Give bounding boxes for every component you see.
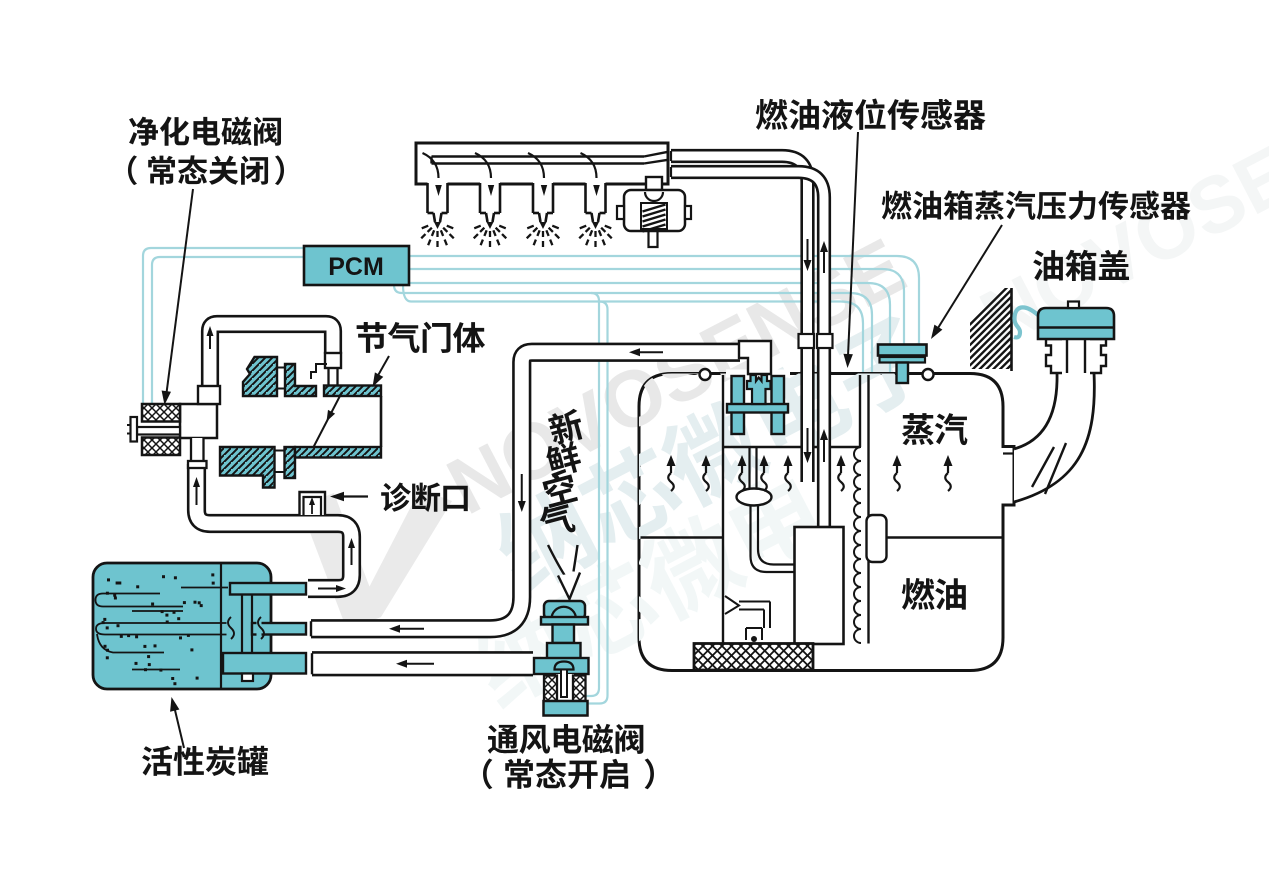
svg-text:PCM: PCM [328, 253, 384, 281]
